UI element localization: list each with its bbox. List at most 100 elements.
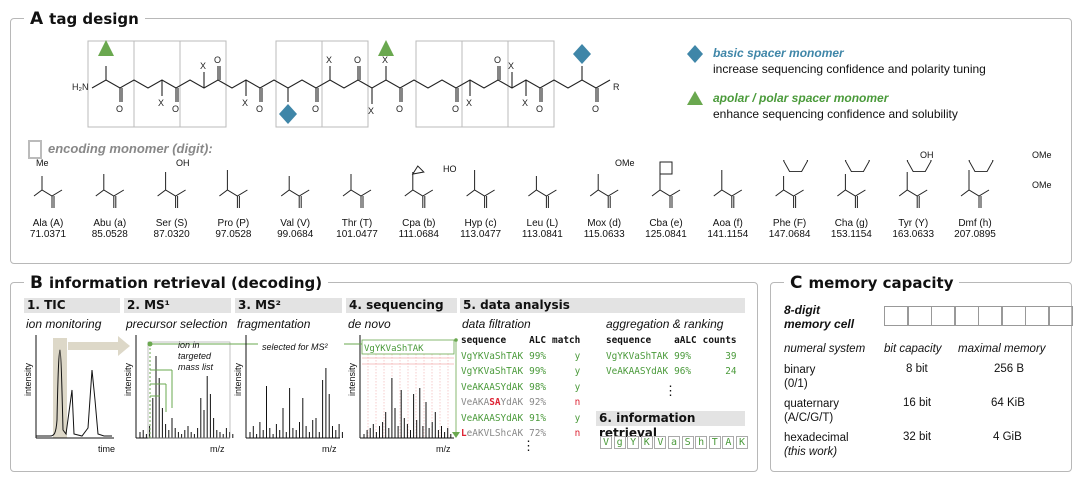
apolar-spacer-marker <box>378 40 394 56</box>
encoding-monomer-structures <box>33 160 994 208</box>
legend-apolar-desc: enhance sequencing confidence and solubi… <box>713 107 958 121</box>
retrieved-digit: K <box>736 436 748 449</box>
monomer-structure <box>219 170 248 208</box>
monomer-structure <box>33 176 63 208</box>
side-chain-label: OMe <box>615 158 635 168</box>
basic-spacer-marker <box>573 44 591 64</box>
monomer-label: Leu (L)113.0841 <box>521 218 563 240</box>
svg-text:X: X <box>200 61 206 71</box>
tag-chain-diagram: H₂N O O O O O O O O O O O X X X X X X X … <box>72 40 620 128</box>
svg-text:O: O <box>312 104 319 114</box>
monomer-structure <box>466 170 495 208</box>
row-binary-bits: 8 bit <box>906 363 928 375</box>
basic-spacer-icon <box>687 45 703 63</box>
svg-text:X: X <box>382 55 388 65</box>
svg-text:m/z: m/z <box>210 444 225 454</box>
step-ms2-subtitle: fragmentation <box>237 317 311 331</box>
col-bit-capacity: bit capacity <box>884 343 942 355</box>
aggregation-ellipsis: ⋮ <box>664 383 677 398</box>
row-binary-memory: 256 B <box>994 363 1025 375</box>
monomer-structure <box>898 160 932 208</box>
step-analysis-title: 5. data analysis <box>460 298 745 313</box>
svg-text:O: O <box>354 55 361 65</box>
svg-text:targeted: targeted <box>178 351 212 361</box>
monomer-structure <box>960 160 994 208</box>
monomer-structure <box>651 161 681 208</box>
svg-text:X: X <box>368 106 374 116</box>
spectra-plots: intensity time intensity m/z intensity m… <box>23 335 460 454</box>
apolar-spacer-icon <box>687 91 703 105</box>
row-binary-system: binary(0/1) <box>784 364 816 390</box>
encoding-monomer-label: encoding monomer (digit): <box>48 141 213 156</box>
monomer-label: Cpa (b)111.0684 <box>398 218 439 240</box>
tic-trace <box>36 349 112 437</box>
monomer-structure <box>713 170 743 208</box>
monomer-label: Cba (e)125.0841 <box>645 218 687 240</box>
monomer-label: Ser (S)87.0320 <box>153 218 190 240</box>
svg-text:intensity: intensity <box>347 362 357 396</box>
side-chain-label: Me <box>36 158 49 168</box>
basic-spacer-marker <box>279 104 297 124</box>
peptide-backbone <box>91 79 611 89</box>
monomer-structure <box>528 176 557 208</box>
step-tic-title: 1. TIC <box>24 298 120 313</box>
step-retrieval-title: 6. information retrieval <box>596 411 745 440</box>
legend-basic-title: basic spacer monomer <box>713 46 844 60</box>
svg-text:O: O <box>172 104 179 114</box>
row-hexadecimal-memory: 4 GiB <box>993 431 1022 443</box>
monomer-label: Pro (P)97.0528 <box>215 218 252 240</box>
apolar-spacer-marker <box>98 40 114 56</box>
memory-cell-slot <box>954 306 979 326</box>
svg-text:ion in: ion in <box>178 340 200 350</box>
svg-text:O: O <box>214 55 221 65</box>
monomer-label: Abu (a)85.0528 <box>91 218 128 240</box>
step-ms1-title: 2. MS¹ <box>124 298 231 313</box>
step-seq-title: 4. sequencing <box>346 298 457 313</box>
h2n-label: H₂N <box>72 82 89 92</box>
side-chain-label: OH <box>176 158 190 168</box>
svg-text:X: X <box>242 98 248 108</box>
row-quaternary-bits: 16 bit <box>903 397 932 409</box>
monomer-structure <box>280 176 310 208</box>
memory-cell-slot <box>1001 306 1026 326</box>
svg-text:O: O <box>256 104 263 114</box>
svg-text:O: O <box>452 104 459 114</box>
retrieved-digit: a <box>668 436 680 449</box>
svg-text:intensity: intensity <box>123 362 133 396</box>
svg-text:R: R <box>613 82 620 92</box>
row-quaternary-system: quaternary(A/C/G/T) <box>784 398 839 424</box>
monomer-structure <box>342 174 372 208</box>
monomer-structure <box>775 160 809 208</box>
filtration-label: data filtration <box>462 317 531 331</box>
monomer-label: Tyr (Y)163.0633 <box>892 218 935 240</box>
monomer-label: Aoa (f)141.1154 <box>707 218 749 240</box>
monomer-label: Dmf (h)207.0895 <box>954 218 996 240</box>
monomer-label: Cha (g)153.1154 <box>830 218 872 240</box>
filtration-ellipsis: ⋮ <box>522 438 535 453</box>
retrieved-digit: V <box>654 436 667 449</box>
memory-cell-slot <box>1025 306 1049 326</box>
side-chain-label: HO <box>443 164 457 174</box>
step-ms1-subtitle: precursor selection <box>126 317 228 331</box>
monomer-structure <box>589 174 619 208</box>
side-chain-label: OH <box>920 150 934 160</box>
memory-cell-slot <box>884 306 908 326</box>
retrieved-digit: S <box>681 436 694 449</box>
step-seq-subtitle: de novo <box>348 317 391 331</box>
side-chain-label: OMe <box>1032 150 1052 160</box>
svg-text:O: O <box>396 104 403 114</box>
svg-text:X: X <box>326 55 332 65</box>
row-quaternary-memory: 64 KiB <box>991 397 1025 409</box>
col-numeral-system: numeral system <box>784 343 866 355</box>
panel-b <box>10 282 758 472</box>
col-maximal-memory: maximal memory <box>958 343 1046 355</box>
retrieved-digit: V <box>600 436 612 449</box>
